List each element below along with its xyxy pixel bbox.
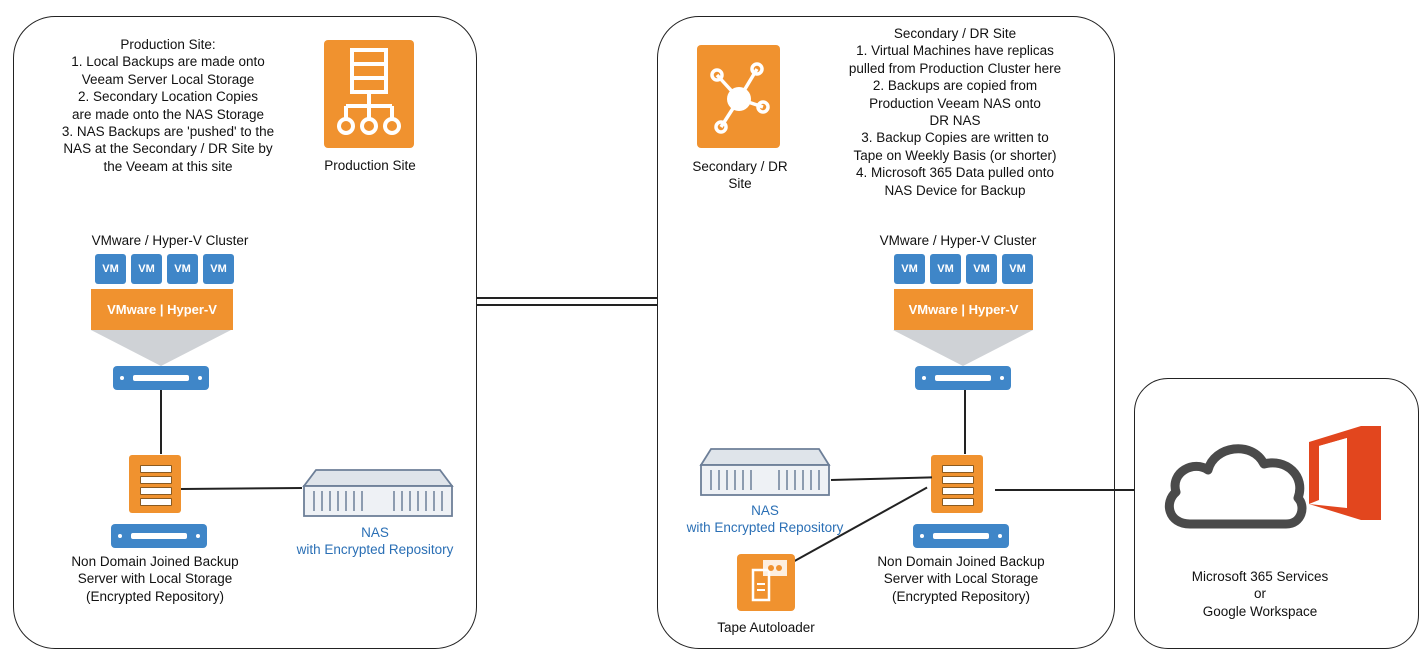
network-hierarchy-icon: [337, 48, 401, 135]
production-site-icon: [324, 40, 414, 148]
connector: [160, 390, 162, 454]
production-funnel: [91, 330, 231, 366]
vm-box: VM: [167, 254, 198, 284]
secondary-vm-row: VM VM VM VM: [894, 254, 1033, 284]
site-link-line: [477, 297, 657, 299]
secondary-site-icon: [697, 45, 780, 148]
vm-box: VM: [894, 254, 925, 284]
secondary-nas-icon: [699, 448, 831, 496]
production-site-label: Production Site: [324, 158, 416, 173]
vm-box: VM: [966, 254, 997, 284]
production-hypervisor: VMware | Hyper-V: [91, 289, 233, 330]
vm-box: VM: [131, 254, 162, 284]
hub-network-icon: [710, 62, 770, 134]
site-link-line: [477, 304, 657, 306]
vm-box: VM: [930, 254, 961, 284]
secondary-backup-server-icon: [913, 524, 1009, 548]
vm-box: VM: [1002, 254, 1033, 284]
secondary-nas-label: NAS with Encrypted Repository: [686, 503, 844, 536]
connector: [964, 390, 966, 454]
production-vm-row: VM VM VM VM: [95, 254, 234, 284]
secondary-host-server-icon: [915, 366, 1011, 390]
secondary-cluster-label: VMware / Hyper-V Cluster: [879, 233, 1037, 248]
secondary-funnel: [893, 330, 1033, 366]
office-icon: [1309, 426, 1381, 520]
vm-box: VM: [95, 254, 126, 284]
tape-autoloader-icon: [737, 554, 795, 611]
secondary-backup-storage-icon: [931, 455, 983, 513]
production-backup-server-label: Non Domain Joined Backup Server with Loc…: [71, 554, 239, 604]
secondary-notes: Secondary / DR Site 1. Virtual Machines …: [848, 26, 1062, 198]
secondary-hypervisor: VMware | Hyper-V: [894, 289, 1033, 330]
secondary-site-label: Secondary / DR Site: [692, 159, 788, 192]
production-backup-storage-icon: [129, 455, 181, 513]
production-nas-label: NAS with Encrypted Repository: [296, 525, 454, 558]
production-host-server-icon: [113, 366, 209, 390]
production-cluster-label: VMware / Hyper-V Cluster: [91, 233, 249, 248]
production-nas-icon: [302, 469, 454, 517]
cloud-services-label: Microsoft 365 Services or Google Workspa…: [1191, 569, 1329, 619]
vm-box: VM: [203, 254, 234, 284]
cloud-icon: [1164, 444, 1307, 529]
production-backup-server-icon: [111, 524, 207, 548]
tape-autoloader-label: Tape Autoloader: [717, 620, 815, 635]
connector: [995, 489, 1185, 491]
secondary-backup-server-label: Non Domain Joined Backup Server with Loc…: [877, 554, 1045, 604]
production-notes: Production Site: 1. Local Backups are ma…: [61, 37, 275, 174]
